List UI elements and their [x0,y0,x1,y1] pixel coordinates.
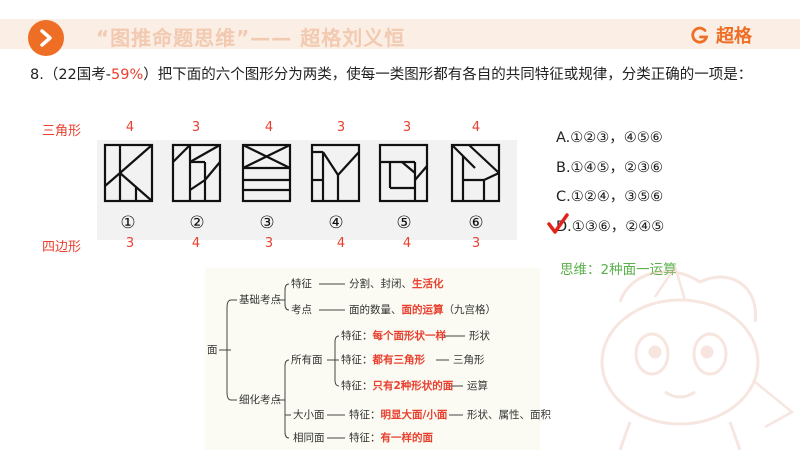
figure-1 [103,143,154,203]
quad-count: 4 [191,236,201,251]
quad-count: 3 [471,236,481,251]
same-faces: 相同面 [293,432,325,444]
header-title: “图推命题思维”—— 超格刘义恒 [96,26,406,50]
question-prefix: 8.（22国考- [30,67,112,83]
s2-red: 都有三角形 [372,354,426,366]
brand-g-icon [691,26,709,44]
figure-5 [378,143,429,203]
quad-count: 3 [264,236,274,251]
thinking-note: 思维：2种面一运算 [560,262,677,278]
triangle-count: 4 [471,120,481,135]
mascot-watermark [560,262,800,451]
s4-label: 特征： [349,409,381,421]
triangle-count-label: 三角形 [42,124,82,139]
s1-label: 特征： [341,330,373,342]
correct-check-icon [546,212,570,240]
knowledge-mindmap: 面 基础考点 特征 分割、封闭、生活化 考点 面的数量、面的运算（九宫格） 细化… [205,268,551,450]
all-faces: 所有面 [291,354,323,366]
figure-number: ① [120,213,135,233]
figure-6 [450,143,501,203]
chevron-right-icon [40,29,52,47]
question-text: 8.（22国考-59%）把下面的六个图形分为两类，使每一类图形都有各自的共同特征… [30,62,790,88]
s3-tail: 运算 [467,380,488,392]
quad-count: 4 [402,236,412,251]
option-b[interactable]: B.①④⑤，②③⑥ [556,159,664,176]
triangle-count: 3 [336,120,346,135]
s1-tail: 形状 [469,330,490,342]
correct-rate: 59% [111,67,144,83]
figure-number: ② [189,213,204,233]
triangle-count: 4 [125,120,135,135]
figure-3 [241,143,292,203]
s4-red: 明显大面/小面 [380,409,448,421]
option-c[interactable]: C.①②④，③⑤⑥ [556,189,664,205]
s5-label: 特征： [349,432,381,444]
point-label: 考点 [291,304,312,316]
option-d[interactable]: D.①③⑥，②④⑤ [556,218,665,235]
s3-label: 特征： [341,380,373,392]
quad-count: 3 [125,236,135,251]
figure-2 [171,143,222,203]
quad-count-label: 四边形 [42,240,82,255]
s4-tail: 形状、属性、面积 [467,409,551,421]
point-extra: （九宫格） [443,304,497,316]
brand-logo: 超格 [690,22,752,48]
s3-red: 只有2种形状的面 [372,380,454,392]
option-a[interactable]: A.①②③，④⑤⑥ [556,130,663,146]
answer-options: A.①②③，④⑤⑥ B.①④⑤，②③⑥ C.①②④，③⑤⑥ D.①③⑥，②④⑤ [556,124,664,242]
brand-name: 超格 [716,26,752,47]
figure-strip: ① ② ③ ④ ⑤ ⑥ [97,140,517,240]
s5-red: 有一样的面 [380,432,434,444]
triangle-count: 3 [191,120,201,135]
header-bar [0,19,800,49]
detail-points: 细化考点 [239,394,281,406]
point-text: 面的数量、 [349,304,402,316]
feature-text: 分割、封闭、 [349,278,412,290]
triangle-count: 3 [402,120,412,135]
figure-number: ⑥ [468,213,483,233]
s1-red: 每个面形状一样 [372,330,447,342]
figure-number: ⑤ [396,213,411,233]
s2-tail: 三角形 [453,354,485,366]
s2-label: 特征： [341,354,373,366]
triangle-count: 4 [264,120,274,135]
size-faces: 大小面 [293,409,325,421]
next-arrow-button[interactable] [28,20,64,56]
feature-label: 特征 [291,278,312,290]
question-body: ）把下面的六个图形分为两类，使每一类图形都有各自的共同特征或规律，分类正确的一项… [143,67,753,83]
figure-number: ③ [259,213,274,233]
point-red: 面的运算 [401,304,444,316]
figure-number: ④ [328,213,343,233]
figure-4 [310,143,361,203]
feature-red: 生活化 [412,278,444,290]
mindmap-root: 面 [207,344,218,356]
quad-count: 4 [336,236,346,251]
basic-points: 基础考点 [239,294,281,306]
